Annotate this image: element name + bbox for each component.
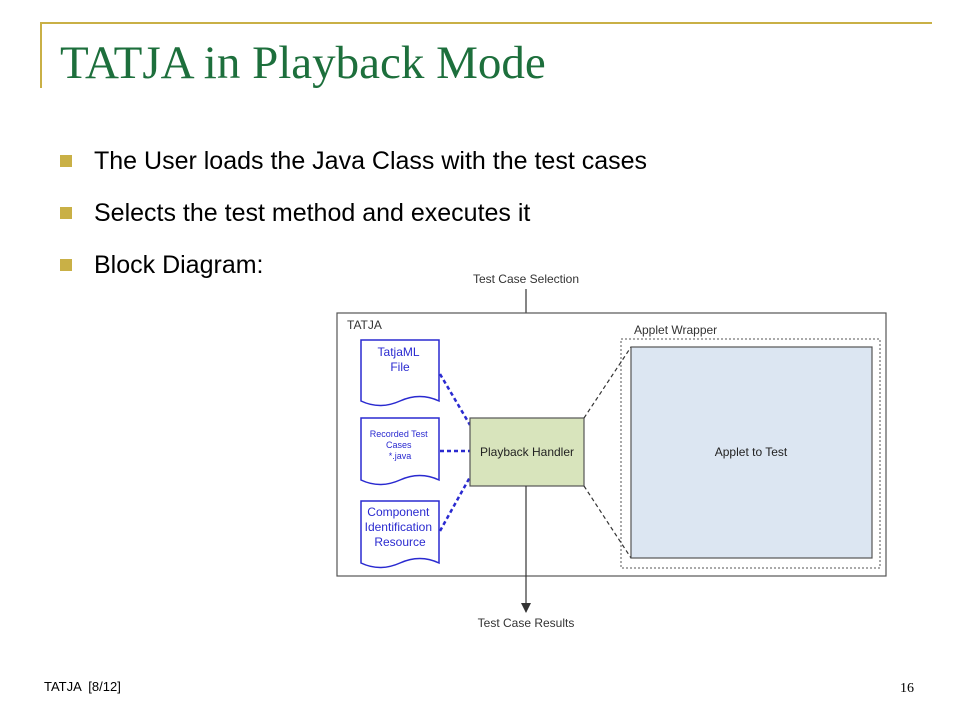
block-diagram: Test Case Selection TATJA TatjaML File R… (336, 272, 887, 630)
connector-line (583, 485, 632, 559)
bullet-text: The User loads the Java Class with the t… (94, 147, 648, 175)
document-recorded-test-cases: Recorded Test Cases *.java (360, 417, 440, 486)
frame-top-rule (40, 22, 932, 24)
output-label: Test Case Results (478, 616, 575, 630)
page-number: 16 (900, 681, 914, 696)
container-label: TATJA (347, 318, 382, 332)
document-text: File (390, 360, 410, 374)
svg-text:Component Identification: Component Identification Resource (365, 505, 436, 549)
svg-text:Recorded Test Cases: Recorded Test Cases *.java (370, 429, 430, 461)
document-text: Resource (374, 535, 426, 549)
playback-handler-box (469, 417, 585, 487)
frame-left-rule (40, 22, 42, 88)
bullet-text: Selects the test method and executes it (94, 199, 531, 227)
document-component-identification: Component Identification Resource (360, 500, 440, 569)
bullet-item: The User loads the Java Class with the t… (60, 141, 647, 193)
applet-wrapper-box (620, 338, 881, 569)
applet-to-test-box (630, 346, 873, 559)
document-text: TatjaML (378, 345, 420, 359)
document-text: *.java (389, 451, 412, 461)
connector-line (438, 373, 472, 426)
document-text: Cases (386, 440, 412, 450)
document-text: Identification (365, 520, 432, 534)
bullet-item: Selects the test method and executes it (60, 193, 647, 245)
document-text: Recorded Test (370, 429, 428, 439)
square-bullet-icon (60, 259, 72, 271)
footer-label: TATJA [8/12] (44, 679, 121, 694)
square-bullet-icon (60, 207, 72, 219)
connector-line (583, 346, 632, 419)
applet-label: Applet to Test (715, 445, 788, 459)
svg-text:TatjaML File: TatjaML File (378, 345, 423, 374)
bullet-text: Block Diagram: (94, 251, 264, 279)
bullet-item: Block Diagram: (60, 245, 647, 297)
slide-title: TATJA in Playback Mode (60, 37, 546, 89)
wrapper-label: Applet Wrapper (634, 323, 717, 337)
bullet-list: The User loads the Java Class with the t… (60, 141, 647, 297)
document-text: Component (367, 505, 430, 519)
handler-label: Playback Handler (480, 445, 574, 459)
square-bullet-icon (60, 155, 72, 167)
connector-line (438, 476, 472, 532)
input-label: Test Case Selection (473, 272, 579, 286)
document-tatjaml-file: TatjaML File (360, 339, 440, 407)
